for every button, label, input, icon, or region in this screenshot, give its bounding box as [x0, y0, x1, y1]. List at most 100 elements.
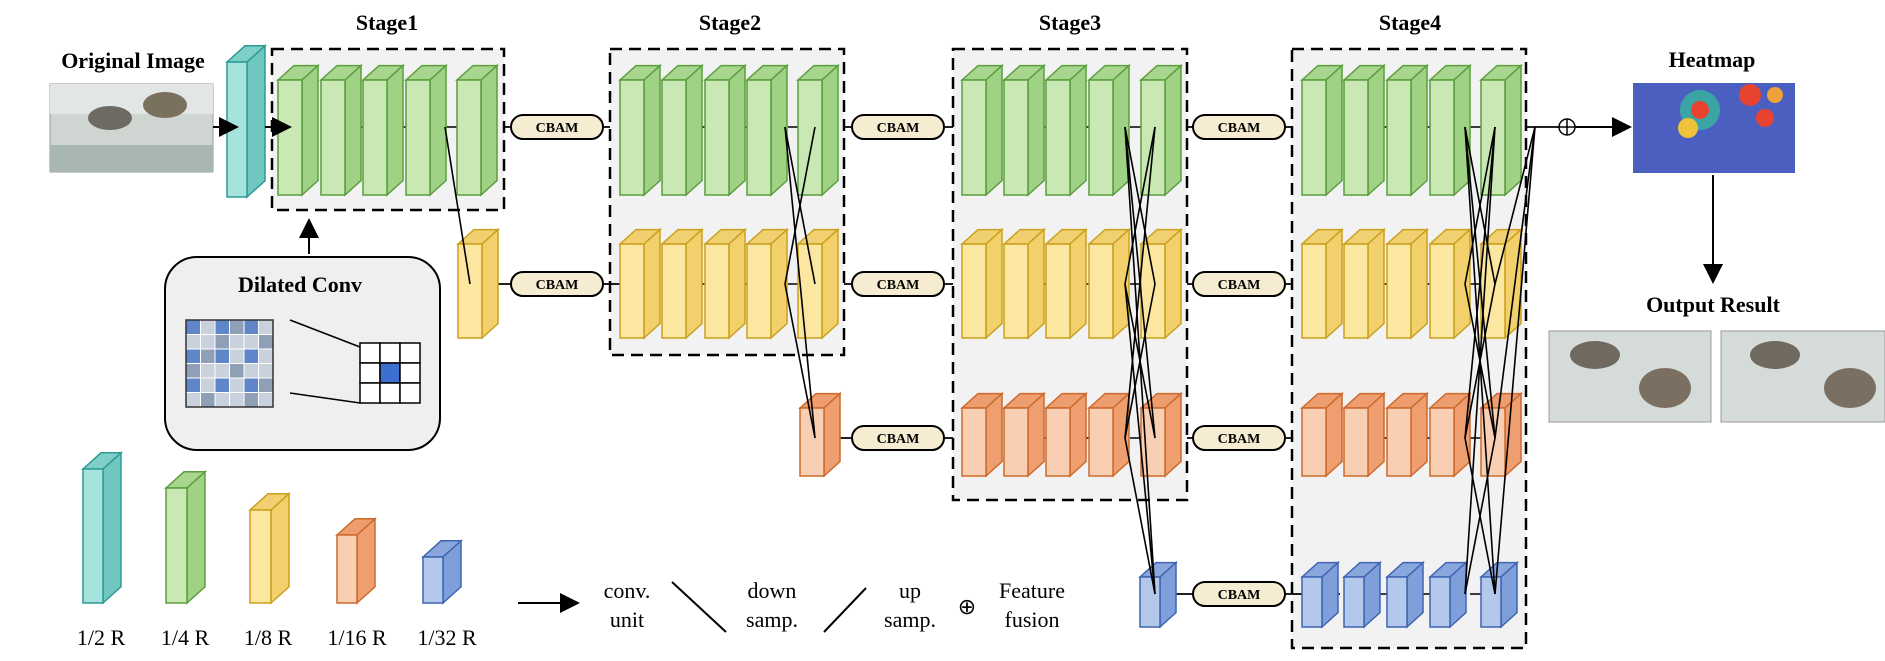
stage1-row1-block3 — [361, 63, 405, 197]
res-label-1-8: 1/8 R — [244, 625, 293, 650]
stage4-row1-block1 — [1300, 63, 1344, 197]
res-label-1-4: 1/4 R — [161, 625, 210, 650]
stage1-row1-block5 — [455, 63, 499, 197]
stage2-row1-block1 — [618, 63, 662, 197]
fusion-symbol — [1558, 118, 1576, 136]
stage3-row3-block1 — [960, 391, 1004, 478]
stage1-row1-block1 — [276, 63, 320, 197]
legend-up-line2: samp. — [884, 607, 936, 632]
stage4-title: Stage4 — [1379, 10, 1441, 35]
stage3-row3-block3 — [1044, 391, 1088, 478]
svg-text:CBAM: CBAM — [536, 121, 579, 136]
stage4-row3-block4 — [1428, 391, 1472, 478]
cbam-s3-row1: CBAM — [1192, 114, 1286, 140]
stage2-row1-block4 — [745, 63, 789, 197]
heatmap-label: Heatmap — [1669, 47, 1756, 72]
svg-text:CBAM: CBAM — [536, 278, 579, 293]
legend-fusion-line1: Feature — [999, 578, 1065, 603]
stage1-row1-block2 — [319, 63, 363, 197]
stage3-row2-block1 — [960, 227, 1004, 340]
legend-half-res-block — [81, 451, 123, 605]
stage3-row1-block4 — [1087, 63, 1131, 197]
stage2-row1-block3 — [703, 63, 747, 197]
svg-text:CBAM: CBAM — [877, 121, 920, 136]
dilated-conv-label: Dilated Conv — [238, 272, 362, 297]
legend-conv-line2: unit — [610, 607, 644, 632]
dilated-conv-panel: Dilated Conv — [164, 256, 441, 451]
cbam-s1-row1: CBAM — [510, 114, 604, 140]
cbam-s1-row2: CBAM — [510, 271, 604, 297]
stage2-title: Stage2 — [699, 10, 761, 35]
stage2-row2-block4 — [745, 227, 789, 340]
cbam-s2-row3: CBAM — [851, 425, 945, 451]
svg-text:CBAM: CBAM — [1218, 121, 1261, 136]
stage3-row3-block2 — [1002, 391, 1046, 478]
legend-down-line1: down — [748, 578, 797, 603]
legend-down-line2: samp. — [746, 607, 798, 632]
legend-up-line1: up — [899, 578, 921, 603]
stage4-row1-block5 — [1479, 63, 1523, 197]
transition-orange-block — [798, 391, 842, 478]
legend-conv-line1: conv. — [604, 578, 651, 603]
svg-text:CBAM: CBAM — [1218, 432, 1261, 447]
stage2-row2-block3 — [703, 227, 747, 340]
legend-fusion-symbol: ⊕ — [958, 594, 976, 619]
stage3-row2-block2 — [1002, 227, 1046, 340]
stage4-row3-block2 — [1342, 391, 1386, 478]
legend-up-line — [823, 587, 867, 633]
stage4-row2-block4 — [1428, 227, 1472, 340]
res-label-1-32: 1/32 R — [417, 625, 477, 650]
stage3-row1-block1 — [960, 63, 1004, 197]
cbam-s3-row3: CBAM — [1192, 425, 1286, 451]
stage3-row2-block5 — [1139, 227, 1183, 340]
transition-blue-block — [1138, 560, 1178, 629]
stage3-row3-block4 — [1087, 391, 1131, 478]
legend-eighth-res-block — [248, 492, 291, 605]
stage4-row1-block4 — [1428, 63, 1472, 197]
cbam-s2-row1: CBAM — [851, 114, 945, 140]
legend-down-line — [671, 581, 727, 633]
dilated-input-grid — [185, 319, 274, 408]
stage3-row1-block3 — [1044, 63, 1088, 197]
cbam-s3-row2: CBAM — [1192, 271, 1286, 297]
svg-text:CBAM: CBAM — [1218, 588, 1261, 603]
stage2-row2-block1 — [618, 227, 662, 340]
cbam-s3-row4: CBAM — [1192, 581, 1286, 607]
stage4-row3-block1 — [1300, 391, 1344, 478]
output-result-image-1 — [1548, 330, 1712, 423]
stage2-row1-block2 — [660, 63, 704, 197]
svg-text:CBAM: CBAM — [1218, 278, 1261, 293]
stage3-row1-block5 — [1139, 63, 1183, 197]
stage3-row2-block3 — [1044, 227, 1088, 340]
original-image-label: Original Image — [61, 48, 205, 73]
stage1-row1-block4 — [404, 63, 448, 197]
stage4-row4-block5 — [1479, 560, 1519, 629]
stage3-row2-block4 — [1087, 227, 1131, 340]
stage3-title: Stage3 — [1039, 10, 1101, 35]
legend-thirtysecond-res-block — [421, 539, 463, 605]
output-result-label: Output Result — [1646, 292, 1781, 317]
svg-text:CBAM: CBAM — [877, 432, 920, 447]
res-label-1-16: 1/16 R — [327, 625, 387, 650]
legend-quarter-res-block — [164, 470, 207, 605]
stage4-row2-block1 — [1300, 227, 1344, 340]
transition-yellow-block — [456, 227, 500, 340]
stage4-row4-block4 — [1428, 560, 1468, 629]
stage2-row2-block2 — [660, 227, 704, 340]
stage4-row4-block3 — [1385, 560, 1425, 629]
stage2-row1-block5 — [796, 63, 840, 197]
stage3-row1-block2 — [1002, 63, 1046, 197]
legend-fusion-line2: fusion — [1005, 607, 1060, 632]
stage4-row4-block2 — [1342, 560, 1382, 629]
res-label-1-2: 1/2 R — [77, 625, 126, 650]
legend-sixteenth-res-block — [335, 517, 377, 605]
stage1-title: Stage1 — [356, 10, 418, 35]
stage4-row2-block2 — [1342, 227, 1386, 340]
heatmap-image — [1633, 83, 1795, 173]
output-result-image-2 — [1720, 330, 1885, 423]
stem-block — [225, 44, 267, 199]
stage4-row1-block2 — [1342, 63, 1386, 197]
stage4-row1-block3 — [1385, 63, 1429, 197]
svg-text:CBAM: CBAM — [877, 278, 920, 293]
stage4-row3-block3 — [1385, 391, 1429, 478]
